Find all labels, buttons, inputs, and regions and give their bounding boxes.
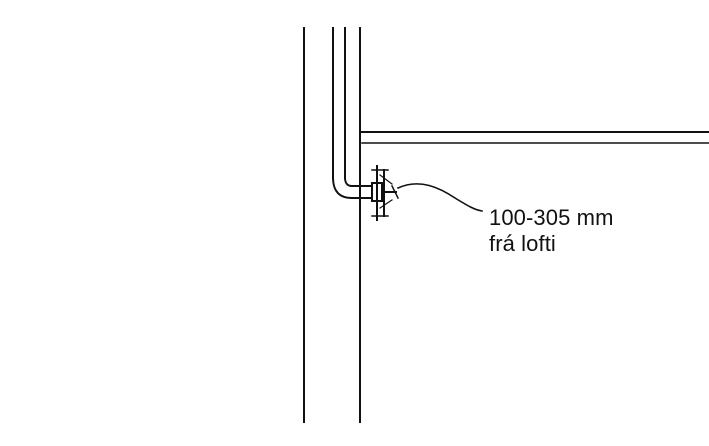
annotation-label-line-1: 100-305 mm (489, 205, 614, 230)
annotation-label-line-2: frá lofti (489, 231, 556, 256)
pipe-elbow-inner (343, 176, 373, 187)
pipe-elbow-outer (331, 176, 373, 199)
valve-fitting (371, 165, 400, 221)
annotation-leader-line (396, 183, 483, 212)
